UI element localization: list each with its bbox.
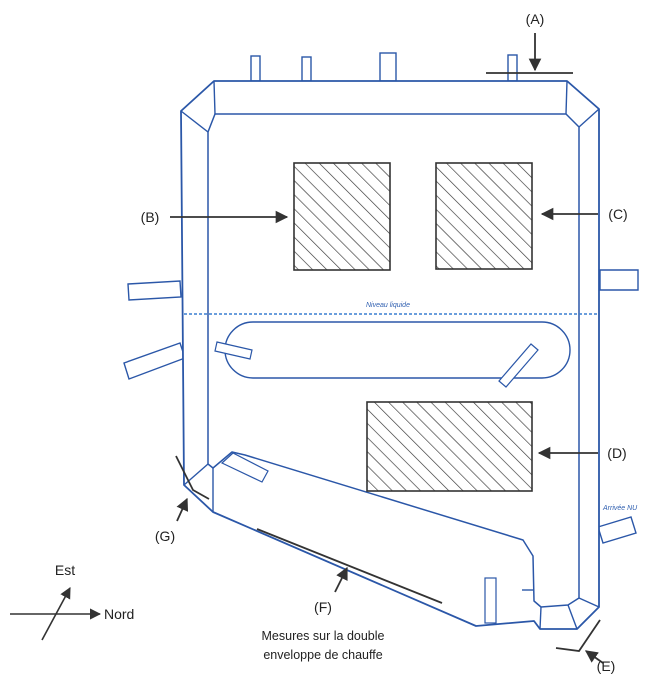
compass-est-label: Est <box>55 562 75 578</box>
inlet-label: Arrivée NU <box>602 505 638 512</box>
coil-inlet-pipe <box>214 341 253 360</box>
compass <box>10 587 102 641</box>
arrow-g <box>176 497 189 522</box>
top-nozzle-3 <box>379 52 397 82</box>
measure-line-f <box>256 528 443 604</box>
top-nozzles <box>250 52 518 82</box>
caption-line-2: enveloppe de chauffe <box>263 648 382 662</box>
compass-nord-label: Nord <box>104 606 134 622</box>
caption-line-1: Mesures sur la double <box>262 629 385 643</box>
top-nozzle-4 <box>507 54 518 82</box>
zone-c <box>435 162 533 270</box>
coil-outlet-pipe <box>498 343 539 388</box>
label-f: (F) <box>314 599 332 615</box>
bottom-drain-nozzle <box>484 577 497 624</box>
left-nozzle-upper <box>127 280 182 301</box>
label-e: (E) <box>597 658 616 674</box>
right-nozzle-upper <box>599 269 639 291</box>
top-nozzle-2 <box>301 56 312 82</box>
top-nozzle-1 <box>250 55 261 82</box>
label-g: (G) <box>155 528 175 544</box>
arrow-f <box>334 566 348 593</box>
right-nozzle-lower <box>597 516 637 544</box>
measure-line-g <box>175 455 210 500</box>
bottom-left-nozzle <box>220 452 269 483</box>
left-nozzle-lower <box>123 342 186 380</box>
label-d: (D) <box>607 445 626 461</box>
label-b: (B) <box>141 209 160 225</box>
side-nozzles <box>123 269 639 544</box>
label-a: (A) <box>526 11 545 27</box>
vessel-inner-shell <box>207 113 580 608</box>
label-c: (C) <box>608 206 627 222</box>
liquid-level-label: Niveau liquide <box>366 302 410 309</box>
zone-b <box>293 162 391 271</box>
measure-line-e <box>555 619 601 652</box>
zone-d <box>366 401 533 492</box>
arrow-e <box>584 650 604 664</box>
